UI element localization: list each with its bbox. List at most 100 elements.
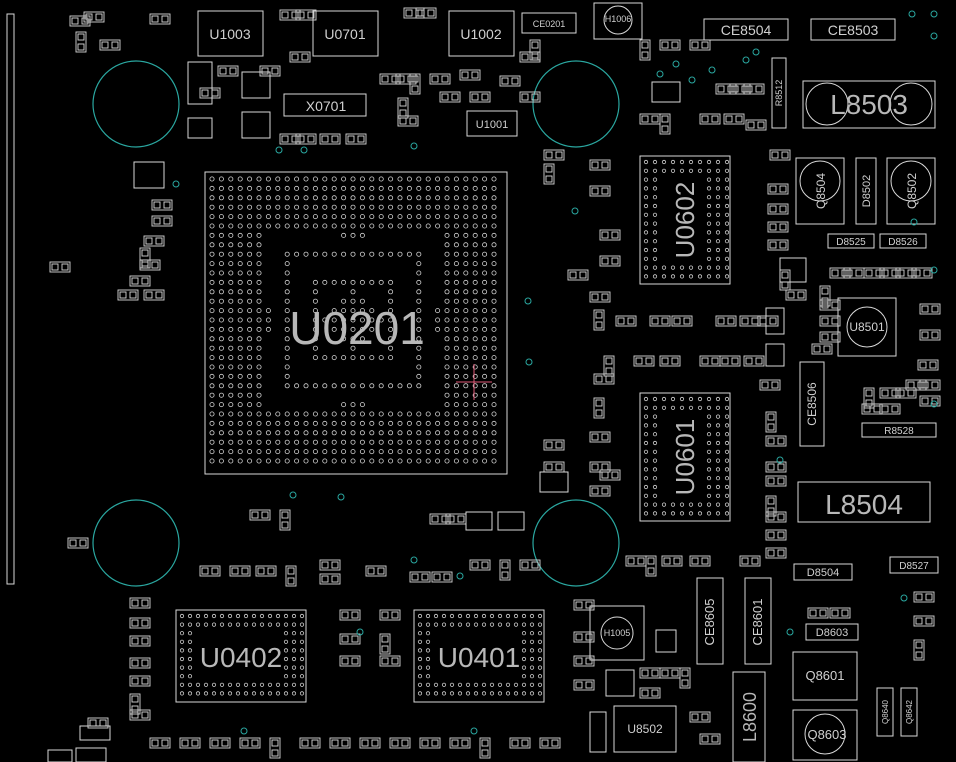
diode-d8603-label: D8603 [816, 627, 848, 639]
bga-ball [435, 458, 441, 464]
bga-ball [303, 458, 309, 464]
ic-u0401[interactable]: U0401 [413, 609, 545, 703]
passive-component [863, 267, 885, 279]
passive-component [757, 315, 779, 327]
ic-u1002[interactable]: U1002 [448, 10, 515, 57]
pad-ball [179, 691, 185, 696]
ic-u0402[interactable]: U0402 [175, 609, 307, 703]
passive-component [429, 73, 451, 85]
component-h1005[interactable]: H1005 [589, 605, 645, 661]
pad-ball [521, 613, 527, 619]
cap-ce8504[interactable]: CE8504 [703, 18, 789, 41]
passive-pad [701, 735, 709, 743]
bga-ball [350, 430, 356, 436]
diode-d8526[interactable]: D8526 [879, 233, 927, 249]
transistor-q8502[interactable]: Q8502 [886, 157, 936, 225]
bga-ball [312, 185, 318, 191]
pad-ball [235, 622, 241, 627]
passive-pad [915, 651, 923, 659]
bga-ball [444, 185, 450, 191]
transistor-q8601[interactable]: Q8601 [792, 651, 858, 701]
pad-ball [433, 691, 439, 696]
bga-ball [237, 279, 243, 285]
passive-component [67, 537, 89, 549]
cap-ce8503[interactable]: CE8503 [810, 18, 896, 41]
small-ic [187, 117, 213, 139]
bga-ball [303, 185, 309, 191]
bga-ball [331, 317, 337, 323]
bga-ball [209, 364, 215, 370]
bga-ball [209, 336, 215, 342]
transistor-q8640[interactable]: Q8640 [876, 687, 894, 737]
component-h1005-label: H1005 [604, 628, 631, 638]
pad-ball [643, 274, 649, 279]
bga-ball [228, 289, 234, 295]
ic-u0601[interactable]: U0601 [639, 392, 731, 522]
pad-ball [457, 682, 463, 687]
inductor-l8504[interactable]: L8504 [797, 481, 931, 523]
resistor-r8528[interactable]: R8528 [861, 422, 937, 438]
passive-component [129, 657, 151, 669]
cap-ce8506[interactable]: CE8506 [799, 361, 825, 447]
pad-ball [643, 423, 649, 428]
cap-ce0201[interactable]: CE0201 [521, 12, 577, 34]
bga-ball [482, 242, 488, 248]
ic-u0602[interactable]: U0602 [639, 155, 731, 285]
transistor-q8603[interactable]: Q8603 [792, 709, 858, 761]
bga-ball [303, 223, 309, 229]
ic-u1001[interactable]: U1001 [466, 110, 518, 137]
passive-component [599, 255, 621, 267]
crystal-x0701[interactable]: X0701 [283, 93, 367, 117]
pad-ball [724, 467, 730, 472]
transistor-q8504[interactable]: Q8504 [795, 157, 845, 225]
diode-d8525[interactable]: D8525 [827, 233, 875, 249]
bga-ball [453, 373, 459, 379]
cap-ce8605[interactable]: CE8605 [696, 577, 724, 665]
passive-pad [287, 567, 295, 575]
pad-ball [643, 159, 649, 165]
ic-u0201[interactable]: U0201 [204, 171, 508, 475]
bga-ball [378, 214, 384, 220]
passive-pad [627, 557, 635, 565]
bga-ball [359, 326, 365, 332]
diode-d8603[interactable]: D8603 [805, 623, 859, 641]
ic-u0701[interactable]: U0701 [312, 10, 379, 57]
diode-d8527[interactable]: D8527 [889, 556, 939, 574]
diode-d8504[interactable]: D8504 [793, 563, 853, 581]
bga-ball [378, 317, 384, 323]
bga-ball [209, 430, 215, 436]
passive-pad [767, 531, 775, 539]
bga-ball [397, 383, 403, 389]
bga-ball [463, 261, 469, 267]
bga-ball [472, 345, 478, 351]
resistor-r8512[interactable]: R8512 [771, 57, 787, 129]
pad-ball [715, 256, 721, 261]
bga-ball [209, 185, 215, 191]
bga-ball [350, 308, 356, 314]
passive-component [765, 529, 787, 541]
transistor-q8642[interactable]: Q8642 [900, 687, 918, 737]
ic-u8501[interactable]: U8501 [837, 297, 897, 357]
bga-ball [463, 289, 469, 295]
bga-ball [228, 308, 234, 314]
passive-pad [399, 109, 407, 117]
bga-ball [482, 392, 488, 398]
passive-pad [391, 657, 399, 665]
inductor-l8600[interactable]: L8600 [732, 671, 766, 762]
diode-d8502-label: D8502 [861, 175, 873, 207]
component-h1006[interactable]: H1006 [593, 2, 643, 40]
ic-u1003[interactable]: U1003 [197, 10, 264, 57]
inductor-l8503[interactable]: L8503 [802, 80, 936, 129]
passive-pad [521, 739, 529, 747]
cap-ce8601[interactable]: CE8601 [744, 577, 772, 665]
ic-u8502[interactable]: U8502 [613, 705, 677, 753]
diode-d8502[interactable]: D8502 [855, 157, 877, 225]
passive-pad [131, 705, 139, 713]
bga-ball [265, 420, 271, 426]
small-ic [605, 669, 635, 697]
passive-component [469, 559, 491, 571]
passive-component [295, 133, 317, 145]
bga-ball [406, 439, 412, 445]
passive-pad [141, 259, 149, 267]
passive-component [743, 355, 765, 367]
